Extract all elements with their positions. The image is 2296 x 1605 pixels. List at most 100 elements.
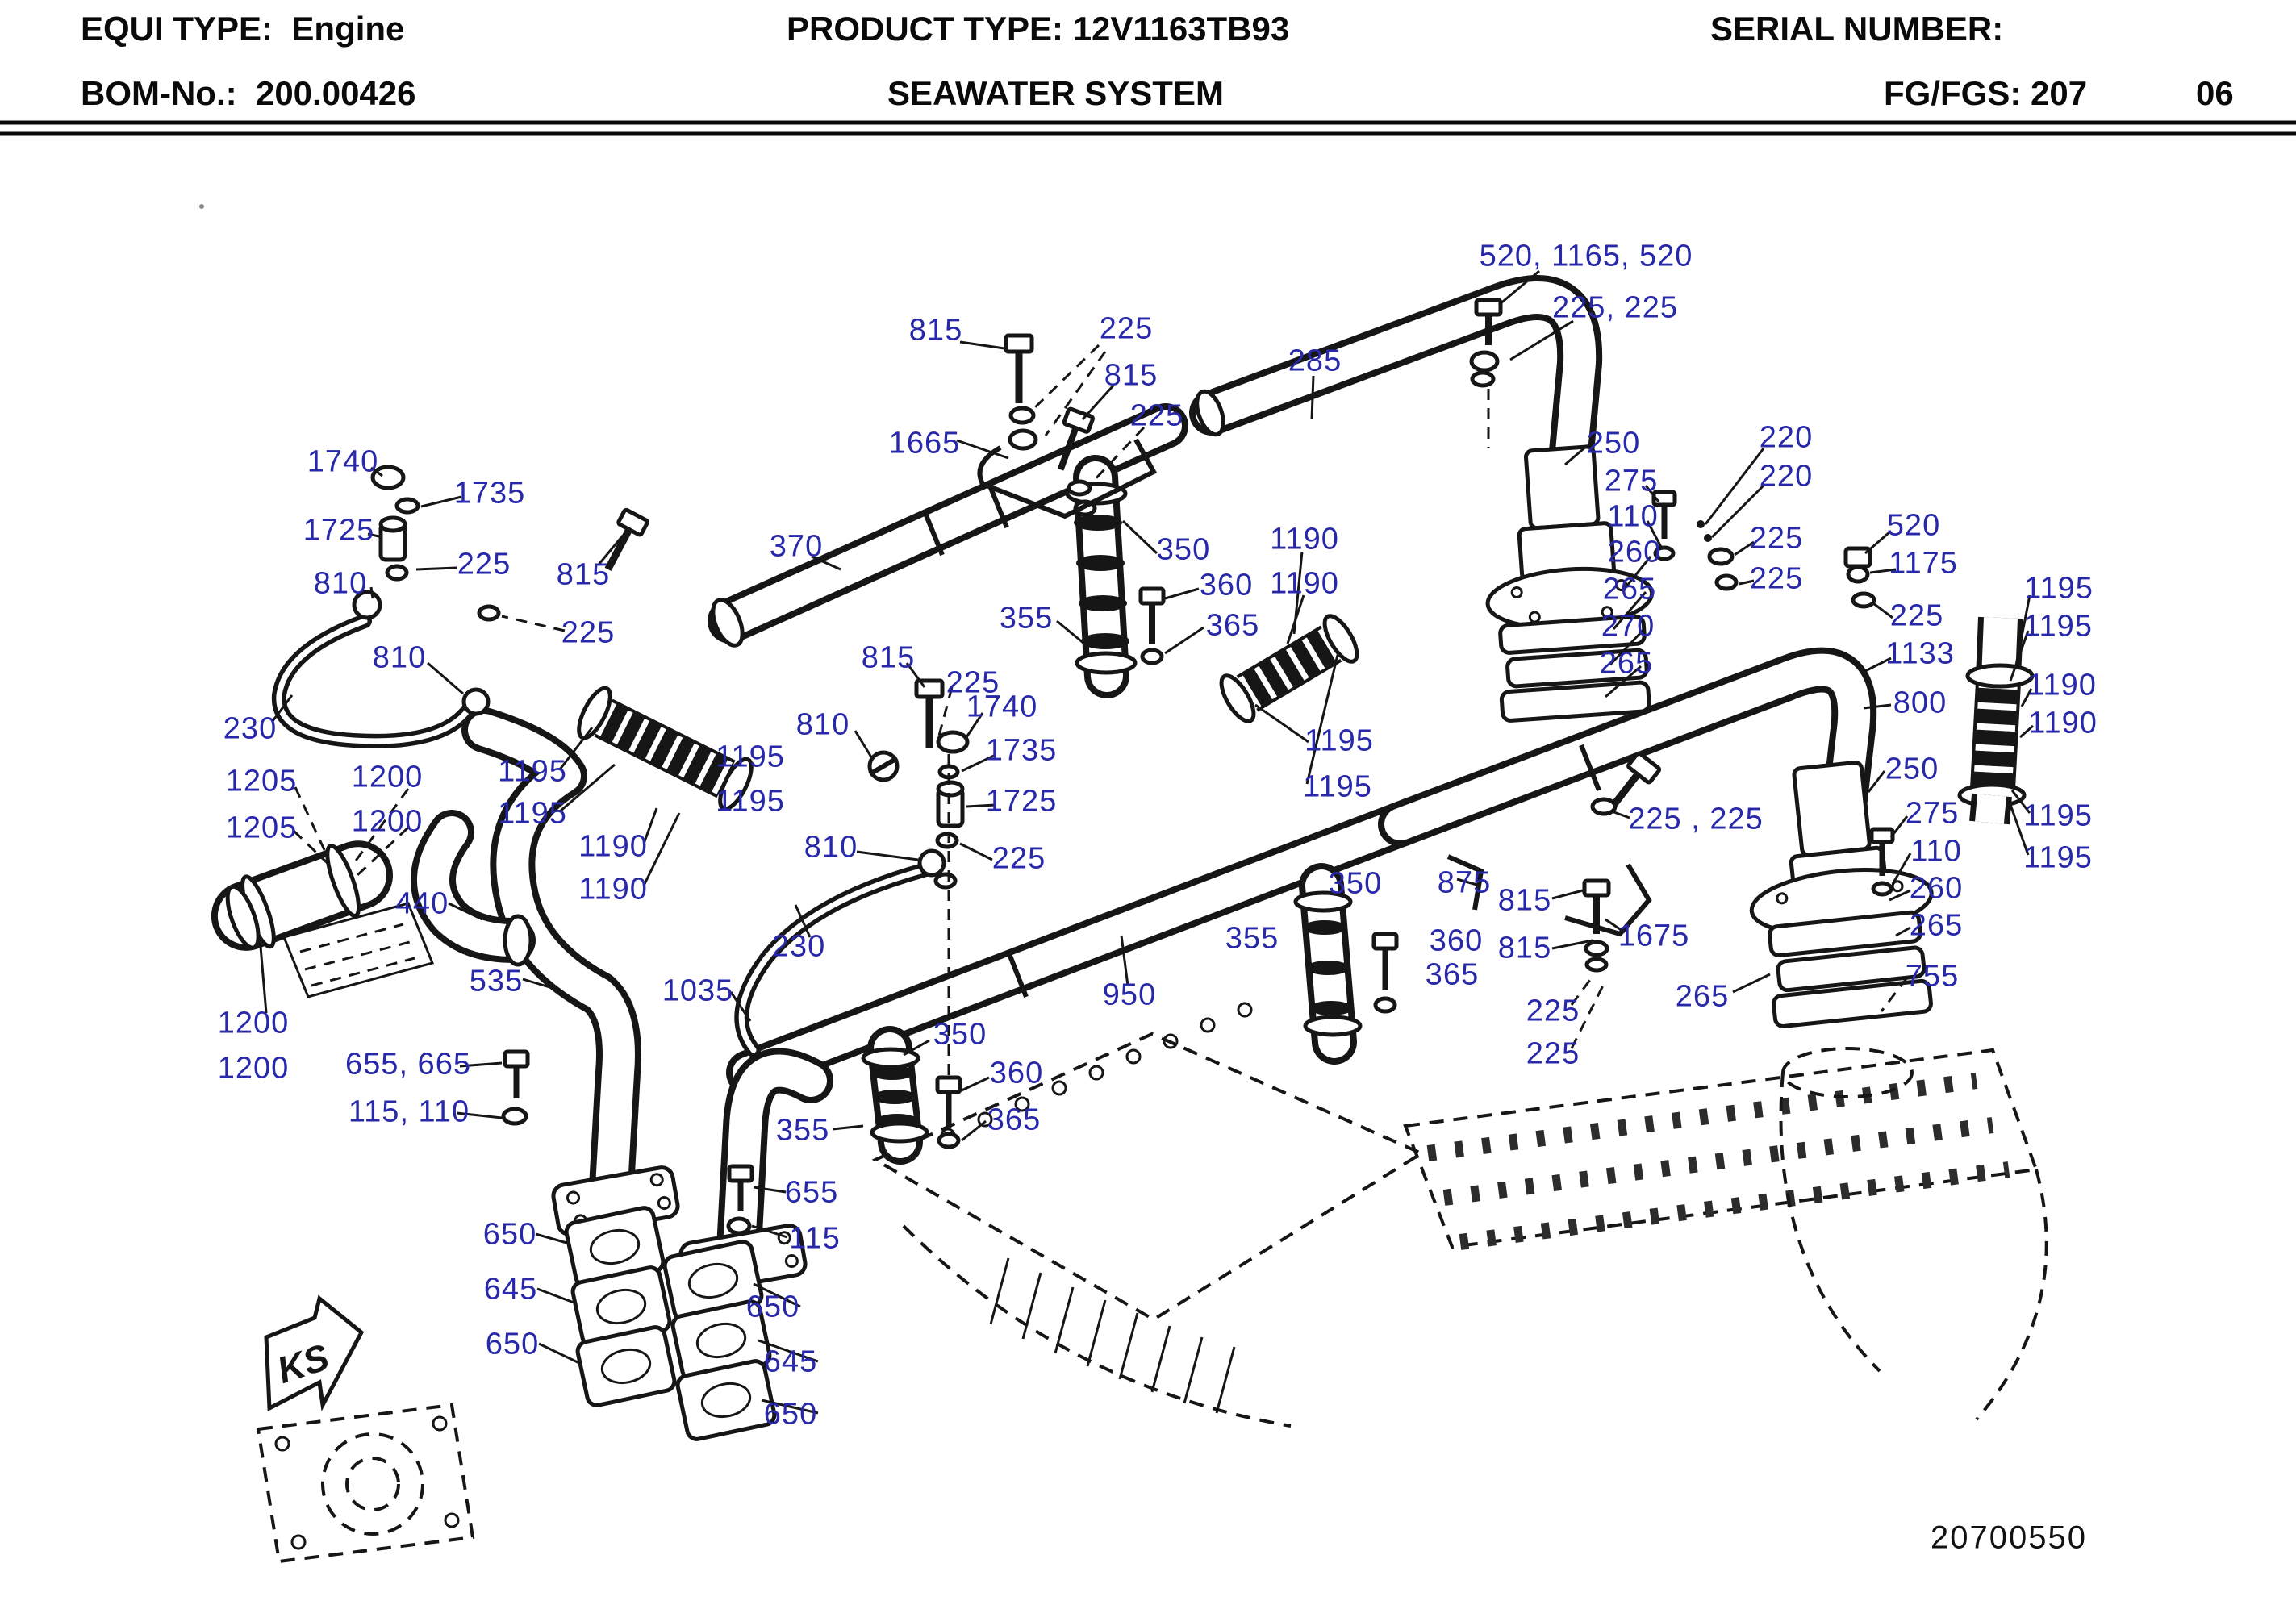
part-number-label: 250 [1586, 426, 1641, 461]
part-number-label: 815 [908, 313, 963, 348]
ks-arrow: KS [264, 1294, 365, 1412]
part-number-label: 1195 [716, 740, 785, 774]
part-number-label: 535 [469, 964, 524, 998]
part-number-label: 220 [1759, 459, 1814, 494]
part-number-label: 1175 [1889, 546, 1958, 581]
part-number-label: 265 [1675, 979, 1730, 1014]
part-number-label: 360 [1429, 923, 1484, 958]
product-type-value: 12V1163TB93 [1072, 10, 1290, 48]
part-number-label: 115, 110 [348, 1094, 470, 1129]
bolt-815-pair-upper [1590, 751, 1662, 816]
part-number-label: 350 [933, 1017, 987, 1052]
part-number-label: 815 [861, 640, 916, 675]
serial-number-label: SERIAL NUMBER: [1710, 10, 2004, 48]
pipe-285 [1189, 275, 1603, 474]
part-number-label: 650 [485, 1327, 540, 1361]
part-number-label: 110 [1607, 499, 1659, 534]
part-number-label: 265 [1909, 908, 1964, 943]
pipe-800-elbow [1378, 647, 1877, 847]
part-number-label: 265 [1602, 572, 1657, 607]
part-number-label: 1725 [303, 513, 375, 548]
part-number-label: 655 [784, 1175, 839, 1210]
part-number-label: 225 [1526, 994, 1580, 1028]
part-number-label: 110 [1910, 834, 1962, 869]
part-number-label: 370 [769, 529, 824, 564]
part-number-label: 1735 [985, 733, 1058, 768]
part-number-label: 225 [457, 547, 511, 582]
equi-type-label: EQUI TYPE: Engine [81, 10, 405, 48]
part-number-label: 520 [1886, 508, 1941, 543]
part-number-label: 225 [1526, 1036, 1580, 1071]
bolt-275-lower [1869, 827, 1895, 897]
part-number-label: 260 [1909, 871, 1964, 906]
part-number-label: 1665 [888, 426, 961, 461]
fitting-520-1175 [1697, 520, 1876, 609]
part-number-label: 1195 [2024, 571, 2094, 606]
part-number-label: 815 [556, 557, 611, 592]
bolt-275-upper [1651, 490, 1677, 561]
part-number-label: 360 [1199, 568, 1254, 602]
part-number-label: 365 [987, 1103, 1042, 1137]
part-number-label: 230 [223, 711, 278, 746]
part-number-label: 520, 1165, 520 [1479, 239, 1693, 273]
part-number-label: 1740 [966, 690, 1038, 724]
part-number-label: 650 [745, 1290, 800, 1324]
part-number-label: 1740 [307, 444, 379, 479]
part-number-label: 650 [482, 1217, 537, 1252]
hose-230-center [734, 862, 933, 1057]
part-number-label: 810 [372, 640, 427, 675]
part-number-label: 1195 [2023, 609, 2093, 644]
engine-block-center [871, 1002, 1426, 1428]
part-number-label: 265 [1599, 646, 1654, 681]
part-number-label: 1190 [2028, 706, 2098, 740]
part-number-label: 225 [1099, 311, 1154, 346]
fg-fgs: FG/FGS: 207 [1884, 74, 2088, 112]
part-number-label: 1035 [662, 973, 734, 1008]
part-number-label: 1195 [498, 754, 567, 789]
part-number-label: 1195 [1305, 723, 1374, 758]
part-number-label: 1200 [217, 1051, 290, 1086]
part-number-label: 1200 [351, 760, 424, 794]
part-number-label: 815 [1497, 883, 1552, 918]
connector-1205 [211, 840, 393, 951]
part-number-label: 1190 [1270, 566, 1339, 601]
pipe-1035 [716, 1048, 833, 1271]
part-number-label: 1205 [225, 811, 298, 845]
bolt-815-left [604, 507, 649, 572]
bom-number: BOM-No.: 200.00426 [81, 74, 416, 112]
part-number-label: 1675 [1618, 919, 1690, 953]
gasket-plates [564, 1206, 777, 1441]
bracket-1675 [1564, 863, 1652, 937]
part-number-label: 225 [1749, 521, 1804, 556]
equi-type-value: Engine [291, 10, 405, 48]
sheet-number: 06 [2196, 74, 2234, 112]
part-number-label: 1190 [2027, 668, 2097, 702]
corrugated-hose-middle [1219, 614, 1359, 723]
part-number-label: 260 [1607, 535, 1662, 569]
leader-lines [258, 269, 2034, 1415]
part-number-label: 1195 [2023, 840, 2093, 875]
part-number-label: 875 [1437, 865, 1492, 900]
part-number-label: 1195 [716, 784, 785, 819]
pipe-950 [726, 802, 1423, 1095]
product-type-label: PRODUCT TYPE: 12V1163TB93 [787, 10, 1290, 48]
part-number-label: 230 [771, 929, 826, 964]
part-number-label: 115 [789, 1221, 841, 1256]
part-number-label: 225, 225 [1552, 290, 1678, 325]
bracket-875 [1446, 854, 1484, 911]
sleeve-350-right [1293, 863, 1363, 1065]
part-number-label: 275 [1905, 796, 1960, 831]
system-title: SEAWATER SYSTEM [887, 74, 1224, 112]
header-divider [0, 120, 2296, 136]
corrugated-hose-left [577, 686, 754, 811]
pump-assembly-upper [1485, 444, 1655, 723]
bolt-655-665 [501, 1049, 530, 1126]
part-number-label: 1195 [498, 796, 567, 831]
part-number-label: 225 [1889, 598, 1944, 633]
corrugated-hose-right [1957, 616, 2035, 825]
sleeve-350-center [861, 1026, 929, 1165]
bolt-360-upper [1138, 586, 1166, 665]
part-number-label: 1190 [578, 872, 648, 907]
part-number-label: 645 [483, 1272, 538, 1307]
